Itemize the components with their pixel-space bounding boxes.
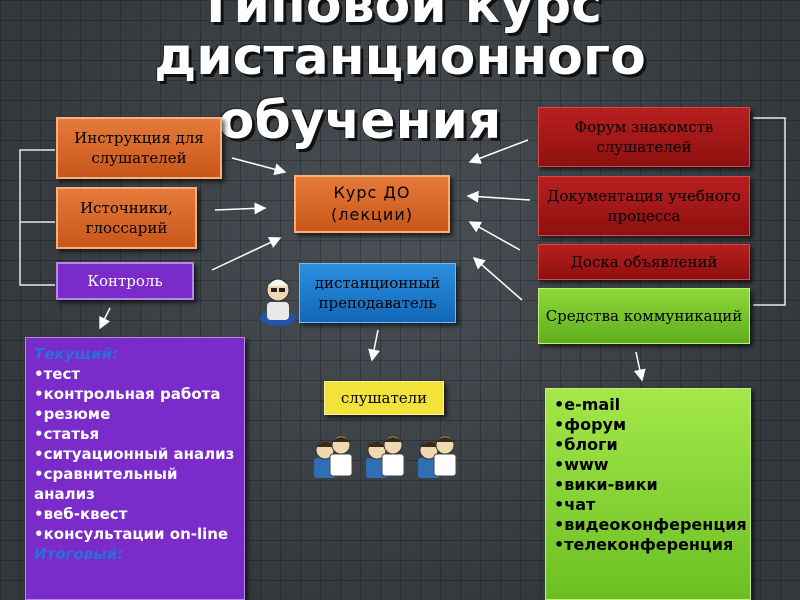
comm-list-item: телеконференция [554, 535, 742, 555]
title-line-2: дистанционного [154, 27, 646, 87]
board-box: Доска объявлений [538, 244, 750, 280]
control-label: Контроль [87, 272, 163, 290]
board-label: Доска объявлений [570, 253, 718, 271]
comm-list-item: e-mail [554, 395, 742, 415]
control-list-item: сравнительный анализ [34, 464, 236, 504]
title-line-1: Типовой курс [198, 0, 602, 35]
title-line-3: обучения [218, 91, 502, 151]
forum-label: Форум знакомств слушателей [574, 118, 714, 156]
control-list-header: Текущий: [34, 345, 118, 363]
control-list-footer: Итоговый: [34, 545, 124, 563]
teacher-label: дистанционный преподаватель [314, 274, 441, 312]
course-box: Курс ДО (лекции) [294, 175, 450, 233]
control-list-item: резюме [34, 404, 236, 424]
documentation-label: Документация учебного процесса [547, 187, 741, 225]
control-list: Текущий: тестконтрольная работарезюместа… [25, 337, 245, 600]
student-figure-icon [314, 435, 457, 478]
documentation-box: Документация учебного процесса [538, 176, 750, 236]
control-list-item: статья [34, 424, 236, 444]
comm-items: e-mailфорумблогиwwwвики-викичатвидеоконф… [554, 395, 746, 555]
comm-list-item: www [554, 455, 742, 475]
comm-list: e-mailфорумблогиwwwвики-викичатвидеоконф… [545, 388, 751, 600]
control-list-item: веб-квест [34, 504, 236, 524]
students-label: слушатели [340, 389, 428, 407]
students-box: слушатели [324, 381, 444, 415]
communication-box: Средства коммуникаций [538, 288, 750, 344]
forum-box: Форум знакомств слушателей [538, 107, 750, 167]
instructions-box: Инструкция для слушателей [56, 117, 222, 179]
comm-list-item: вики-вики [554, 475, 742, 495]
sources-box: Источники, глоссарий [56, 187, 197, 249]
course-label: Курс ДО (лекции) [331, 183, 413, 224]
control-items: тестконтрольная работарезюместатьяситуац… [34, 364, 236, 544]
comm-list-item: видеоконференция [554, 515, 746, 535]
comm-list-item: чат [554, 495, 742, 515]
control-list-item: консультации on-line [34, 524, 236, 544]
instructions-label: Инструкция для слушателей [74, 129, 204, 167]
teacher-box: дистанционный преподаватель [299, 263, 456, 323]
comm-list-item: блоги [554, 435, 742, 455]
comm-list-item: форум [554, 415, 742, 435]
control-list-item: контрольная работа [34, 384, 236, 404]
communication-label: Средства коммуникаций [545, 307, 743, 325]
control-list-item: ситуационный анализ [34, 444, 236, 464]
control-box: Контроль [56, 262, 194, 300]
control-list-item: тест [34, 364, 236, 384]
teacher-figure-icon [260, 278, 296, 326]
sources-label: Источники, глоссарий [80, 199, 173, 237]
